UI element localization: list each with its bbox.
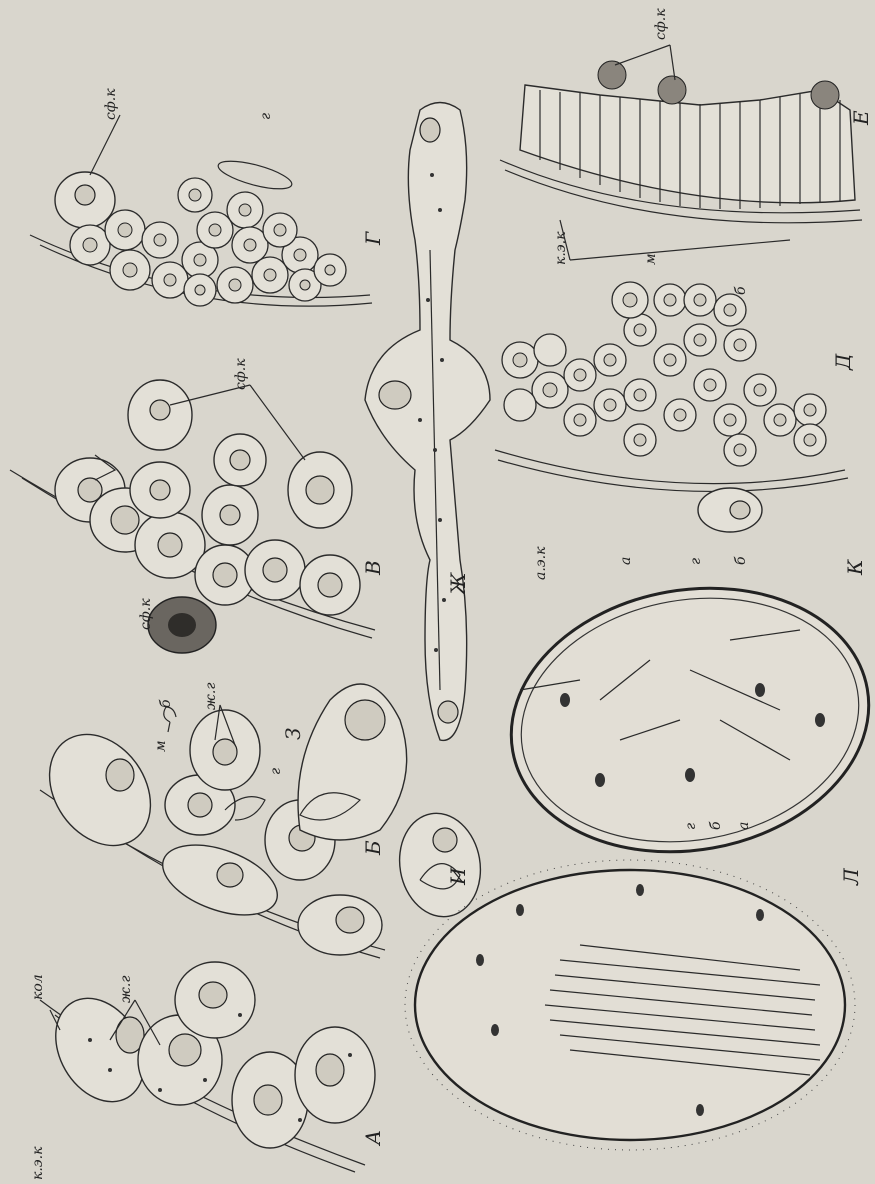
label-sfk-e: сф.к	[653, 8, 669, 40]
label-i-letter: И	[446, 867, 470, 886]
label-g-k: г	[688, 558, 704, 565]
label-g-b: г	[268, 768, 284, 775]
label-l-letter: Л	[839, 867, 863, 886]
label-aek-k: а.э.к	[533, 546, 549, 580]
label-b-d: б	[733, 286, 749, 295]
panel-z	[298, 684, 407, 840]
label-b-l: б	[708, 821, 724, 830]
label-e-letter: Е	[849, 110, 873, 126]
label-m-b: м	[153, 740, 169, 752]
label-g-l: г	[683, 823, 699, 830]
panel-e	[500, 61, 862, 223]
label-v-letter: В	[361, 560, 385, 576]
label-kol: кол	[30, 974, 46, 1000]
label-sfk-g: сф.к	[103, 88, 119, 120]
panel-g	[30, 156, 372, 307]
label-m-d: м	[643, 253, 659, 265]
panel-i	[392, 807, 489, 923]
label-g-letter: Г	[361, 231, 385, 246]
panel-l	[405, 860, 855, 1150]
panel-v	[10, 380, 375, 653]
label-k-letter: К	[843, 559, 867, 576]
label-b-b: б	[158, 699, 174, 708]
label-zhg-a: ж.г	[118, 976, 134, 1003]
label-kek-a: к.э.к	[30, 1146, 46, 1180]
label-d-letter: Д	[831, 353, 855, 371]
panel-k	[490, 561, 875, 880]
label-b-k: б	[733, 556, 749, 565]
panel-a	[38, 962, 375, 1172]
label-a-k: а	[618, 557, 634, 565]
label-zh-letter: Ж	[446, 572, 470, 597]
label-z: З	[281, 728, 305, 740]
label-a-letter: А	[361, 1130, 385, 1147]
label-zhg-b: ж.г	[203, 683, 219, 710]
panel-zh	[365, 103, 490, 741]
label-b-letter: Б	[361, 840, 385, 856]
label-sfk-v2: сф.к	[233, 358, 249, 390]
label-a-l: а	[736, 822, 752, 830]
panel-d	[495, 282, 848, 532]
label-sfk-v1: сф.к	[138, 598, 154, 630]
label-g-g: г	[258, 113, 274, 120]
